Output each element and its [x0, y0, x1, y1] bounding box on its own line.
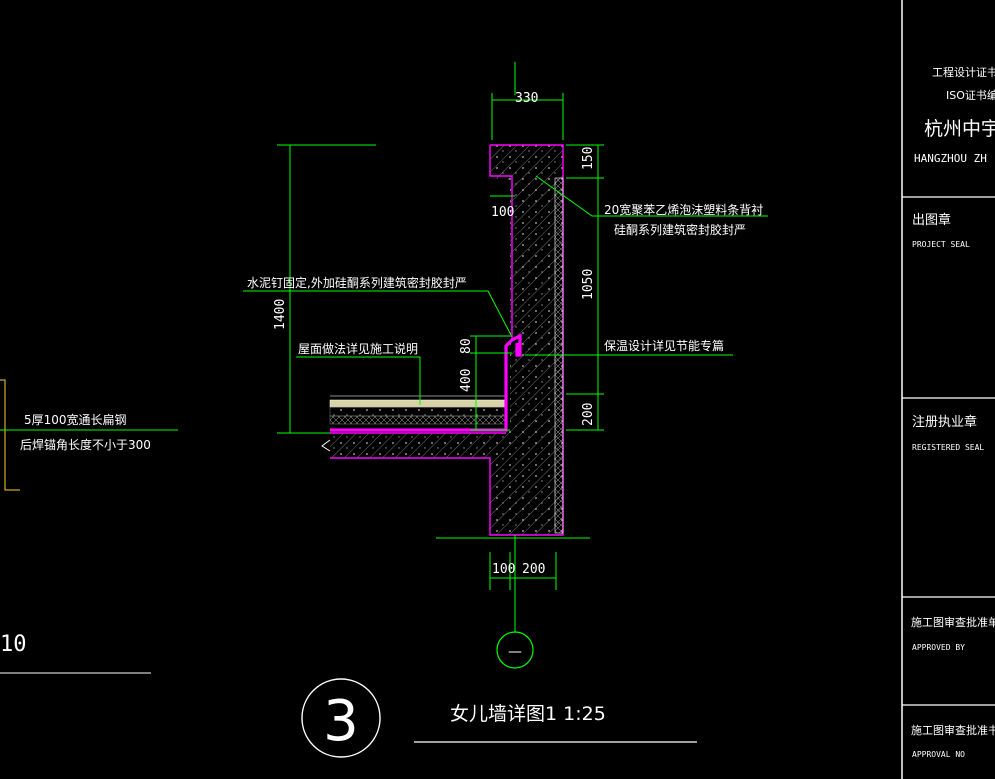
company-name-cn: 杭州中宇建: [924, 118, 995, 140]
approved-by-label-en: APPROVED BY: [912, 643, 965, 652]
dim-wall-height: 1050: [581, 269, 596, 300]
note-foam-backer-2: 硅酮系列建筑密封胶封严: [614, 222, 746, 237]
flat-steel-note-1: 5厚100宽通长扁钢: [24, 412, 127, 427]
note-cement-nail: 水泥钉固定,外加硅酮系列建筑密封胶封严: [247, 275, 467, 290]
parapet-section: [321, 144, 564, 536]
company-name-en: HANGZHOU ZH: [914, 152, 987, 165]
flat-steel-note-2: 后焊锚角长度不小于300: [20, 437, 151, 452]
project-seal-label-en: PROJECT SEAL: [912, 240, 970, 249]
annotation-notes: 20宽聚苯乙烯泡沫塑料条背衬 硅酮系列建筑密封胶封严 水泥钉固定,外加硅酮系列建…: [247, 202, 763, 356]
approved-by-label: 施工图审查批准单位: [911, 615, 995, 629]
dim-upturn-height: 400: [459, 369, 474, 392]
dim-top-width: 330: [515, 91, 538, 106]
cert-line-2: ISO证书编: [946, 88, 995, 102]
dim-flashing-height: 80: [459, 338, 474, 354]
approval-no-label: 施工图审查批准书证: [911, 723, 995, 737]
registered-seal-label: 注册执业章: [912, 414, 977, 430]
dim-top-height: 150: [581, 147, 596, 170]
dim-inner-step: 100: [491, 205, 514, 220]
left-partial-label: 10: [0, 632, 27, 657]
title-block: 工程设计证书编 ISO证书编 杭州中宇建 HANGZHOU ZH 出图章 PRO…: [901, 0, 995, 779]
dim-total-height: 1400: [273, 299, 288, 330]
dim-bottom-right: 200: [522, 562, 545, 577]
roof-layer-protection: [329, 399, 506, 408]
detail-callout: 3 女儿墙详图1 1:25: [301, 678, 697, 758]
registered-seal-label-en: REGISTERED SEAL: [912, 443, 984, 452]
note-insulation: 保温设计详见节能专篇: [604, 338, 724, 353]
waterproof-membrane: [330, 333, 522, 432]
approval-no-label-en: APPROVAL NO: [912, 750, 965, 759]
concrete-outline: [330, 144, 564, 536]
detail-title: 女儿墙详图1 1:25: [450, 703, 606, 725]
dimension-texts: 330 150 100 1050 1400 80 400 200 100 200: [273, 91, 596, 577]
dim-bottom-left: 100: [492, 562, 515, 577]
dimension-lines: [243, 62, 768, 632]
left-partial-detail: 5厚100宽通长扁钢 后焊锚角长度不小于300 10: [0, 379, 178, 674]
dim-base-height: 200: [581, 403, 596, 426]
detail-number-circle: [301, 678, 381, 758]
cert-line-1: 工程设计证书编: [932, 65, 995, 79]
project-seal-label: 出图章: [912, 212, 951, 228]
note-foam-backer-1: 20宽聚苯乙烯泡沫塑料条背衬: [604, 202, 763, 217]
detail-number: 3: [323, 689, 359, 754]
axis-bubble: [496, 631, 534, 669]
note-roof-practice: 屋面做法详见施工说明: [298, 341, 418, 356]
axis-label: —: [508, 644, 522, 660]
